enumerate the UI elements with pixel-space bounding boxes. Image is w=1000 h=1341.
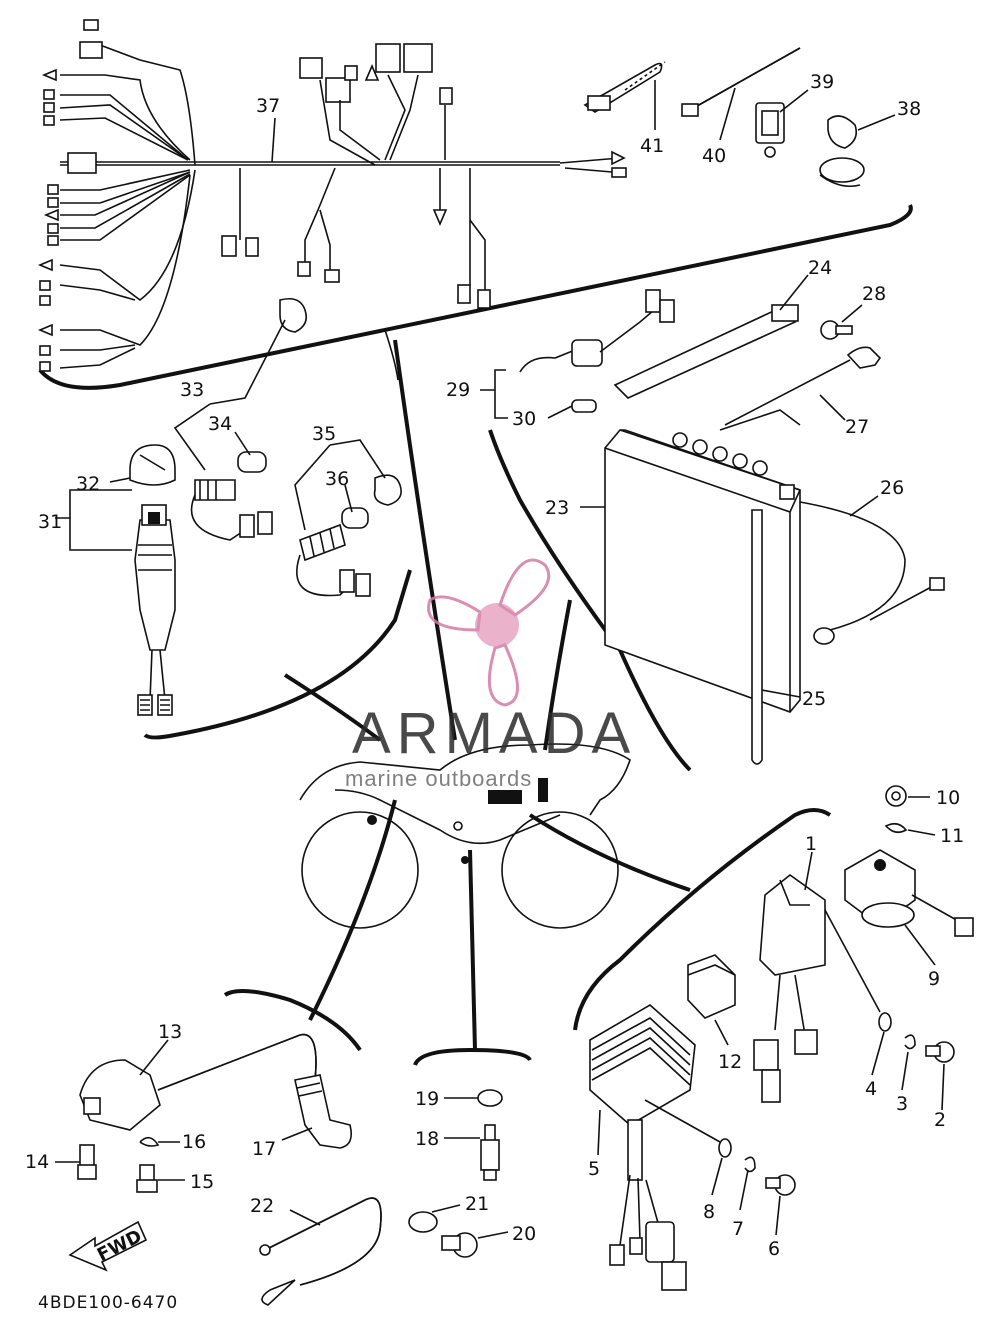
rectifier-5: [589, 1004, 696, 1291]
relay-12: [687, 954, 736, 1019]
washer-4: [878, 1012, 892, 1032]
part-label-36: 36: [325, 468, 349, 490]
key-cap-32: [129, 444, 176, 486]
part-label-20: 20: [512, 1223, 536, 1245]
left-mid-section-right: [384, 329, 399, 381]
gasket-19: [477, 1089, 503, 1107]
fuse-30: [571, 399, 597, 413]
plug-section-border: [413, 1047, 532, 1066]
part-label-1: 1: [805, 833, 817, 855]
part-label-35: 35: [312, 423, 336, 445]
part-label-17: 17: [252, 1138, 276, 1160]
fuse-holder-29: [519, 289, 675, 373]
part-label-15: 15: [190, 1171, 214, 1193]
part-label-5: 5: [588, 1158, 600, 1180]
propeller-logo-icon: [427, 558, 551, 707]
band-41: [583, 61, 666, 113]
bolt-14: [77, 1144, 97, 1180]
battery-23: [604, 409, 801, 713]
clamp-39: [755, 102, 785, 158]
part-label-22: 22: [250, 1195, 274, 1217]
plug-cap-17: [294, 1074, 353, 1149]
cdi-unit-1: [753, 873, 826, 1103]
washer-16: [139, 1136, 160, 1147]
part-label-3: 3: [896, 1093, 908, 1115]
lead-set-33: [190, 297, 308, 541]
bolt-15: [136, 1164, 158, 1193]
part-label-18: 18: [415, 1128, 439, 1150]
top-section-border: [38, 204, 913, 390]
nut-10: [885, 785, 907, 807]
plus-lead-27: [724, 346, 882, 426]
part-label-12: 12: [718, 1051, 742, 1073]
left-mid-section-border: [143, 569, 412, 740]
part-label-38: 38: [897, 98, 921, 120]
lock-washer-3: [904, 1034, 916, 1050]
watermark: ARMADA marine outboards: [345, 558, 636, 791]
part-label-6: 6: [768, 1238, 780, 1260]
cable-tie-40: [681, 47, 801, 117]
battery-band-24: [613, 304, 799, 399]
part-label-34: 34: [208, 413, 232, 435]
part-label-9: 9: [928, 968, 940, 990]
washer-21: [408, 1211, 438, 1233]
wire-harness-37: [37, 19, 627, 372]
watermark-brand: ARMADA: [352, 701, 636, 766]
lock-washer-7: [744, 1156, 756, 1173]
bolt-20: [441, 1232, 478, 1258]
washer-8: [718, 1138, 732, 1158]
part-label-39: 39: [810, 71, 834, 93]
part-label-29: 29: [446, 379, 470, 401]
main-switch-31: [134, 504, 176, 716]
screw-6: [765, 1174, 796, 1196]
part-label-37: 37: [256, 95, 280, 117]
right-lower-border: [573, 808, 832, 1031]
part-label-40: 40: [702, 145, 726, 167]
ignition-coil-13: [79, 1033, 317, 1131]
part-label-27: 27: [845, 416, 869, 438]
part-label-26: 26: [880, 477, 904, 499]
part-label-7: 7: [732, 1218, 744, 1240]
bolt-28: [820, 320, 853, 340]
part-label-16: 16: [182, 1131, 206, 1153]
part-label-23: 23: [545, 497, 569, 519]
part-label-8: 8: [703, 1201, 715, 1223]
part-label-19: 19: [415, 1088, 439, 1110]
part-label-28: 28: [862, 283, 886, 305]
starter-relay-9: [844, 849, 974, 937]
part-label-2: 2: [934, 1109, 946, 1131]
battery-band-25: [751, 509, 763, 765]
part-label-14: 14: [25, 1151, 49, 1173]
washer-11: [884, 822, 908, 834]
part-label-31: 31: [38, 511, 62, 533]
motorcycle-outline: [299, 743, 631, 929]
fwd-arrow-icon: FWD: [68, 1220, 148, 1272]
part-label-30: 30: [512, 408, 536, 430]
part-label-21: 21: [465, 1193, 489, 1215]
diagram-code: 4BDE100-6470: [38, 1293, 178, 1313]
part-label-11: 11: [940, 825, 964, 847]
part-labels: 37 41 40 39 38 24 28 29 30 27 26 23 2: [25, 71, 964, 1260]
part-label-10: 10: [936, 787, 960, 809]
spark-plug-18: [480, 1124, 500, 1181]
ground-lead-22: [259, 1197, 382, 1306]
part-label-4: 4: [865, 1078, 877, 1100]
part-label-32: 32: [76, 473, 100, 495]
coil-section-border: [223, 989, 362, 1052]
part-label-24: 24: [808, 257, 832, 279]
screw-2: [925, 1041, 955, 1063]
part-label-25: 25: [802, 688, 826, 710]
part-label-13: 13: [158, 1021, 182, 1043]
part-label-41: 41: [640, 135, 664, 157]
holder-38: [819, 115, 865, 188]
part-label-33: 33: [180, 379, 204, 401]
battery-section-border: [488, 429, 692, 772]
lead-set-35: [296, 474, 402, 597]
minus-lead-26: [799, 501, 945, 645]
watermark-tagline: marine outboards: [345, 766, 532, 791]
